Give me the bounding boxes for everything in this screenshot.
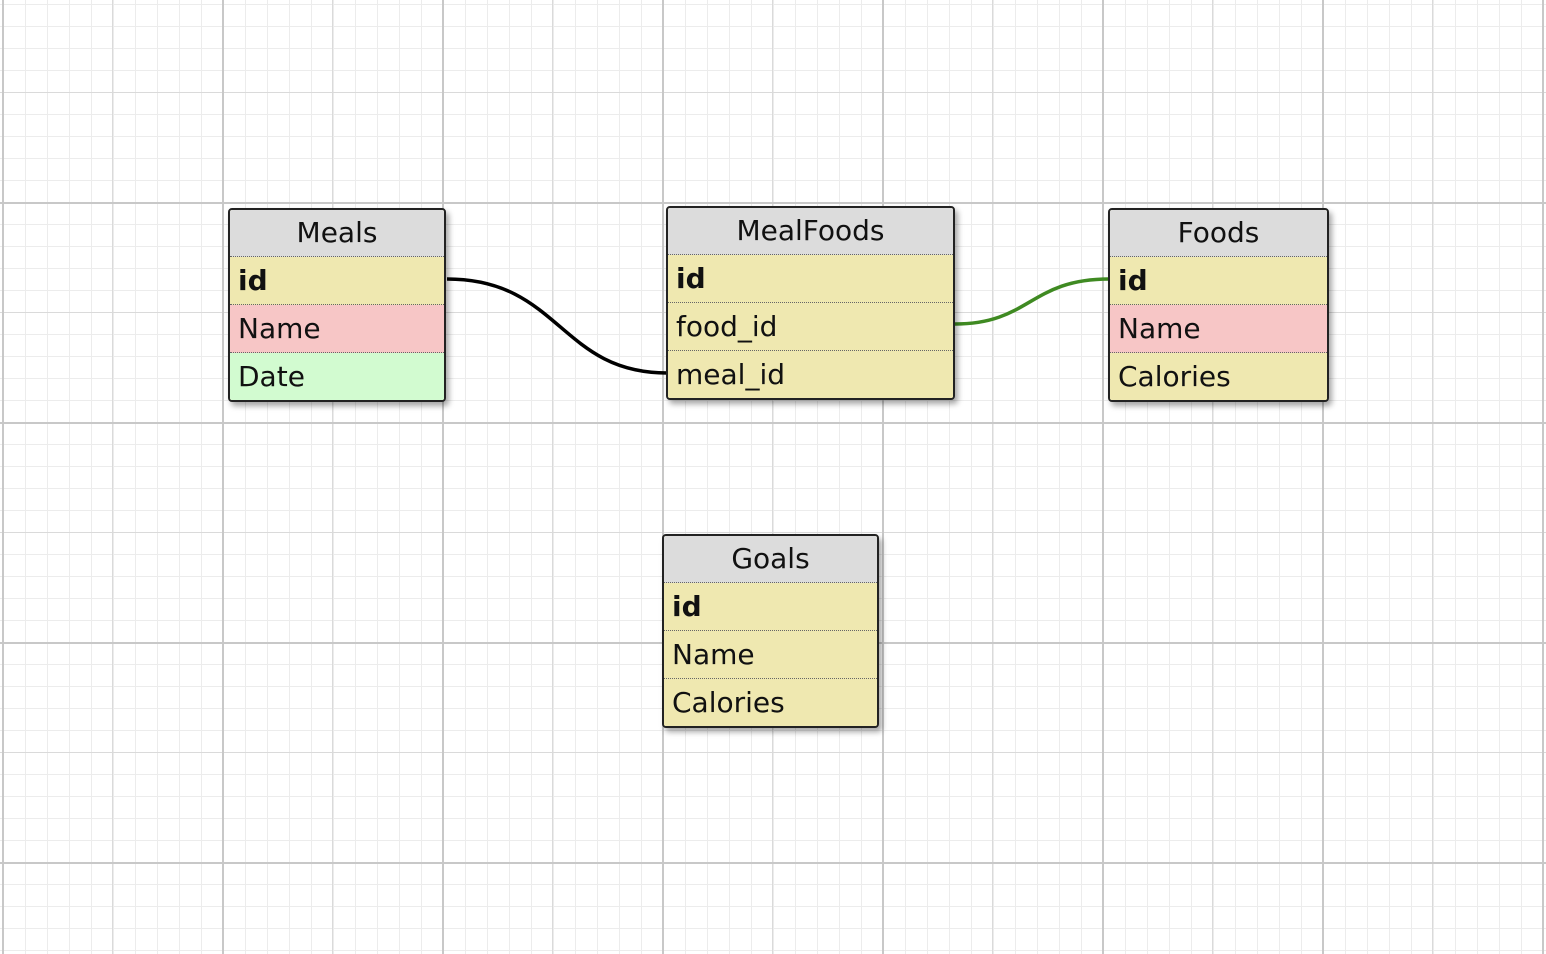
table-mealfoods[interactable]: MealFoods id food_id meal_id — [666, 206, 955, 400]
table-meals[interactable]: Meals id Name Date — [228, 208, 446, 402]
table-title: MealFoods — [668, 208, 953, 255]
field-row[interactable]: Name — [664, 631, 877, 679]
table-goals[interactable]: Goals id Name Calories — [662, 534, 879, 728]
relation-meals-id-to-mealfoods-meal-id[interactable] — [446, 277, 668, 375]
field-row[interactable]: id — [668, 255, 953, 303]
field-row[interactable]: Calories — [664, 679, 877, 726]
table-title: Foods — [1110, 210, 1327, 257]
field-row[interactable]: Name — [1110, 305, 1327, 353]
field-row[interactable]: Date — [230, 353, 444, 400]
table-title: Goals — [664, 536, 877, 583]
table-title: Meals — [230, 210, 444, 257]
relation-mealfoods-food-id-to-foods-id[interactable] — [954, 277, 1110, 326]
field-row[interactable]: food_id — [668, 303, 953, 351]
field-row[interactable]: Calories — [1110, 353, 1327, 400]
table-foods[interactable]: Foods id Name Calories — [1108, 208, 1329, 402]
field-row[interactable]: id — [664, 583, 877, 631]
field-row[interactable]: id — [1110, 257, 1327, 305]
field-row[interactable]: Name — [230, 305, 444, 353]
field-row[interactable]: meal_id — [668, 351, 953, 398]
field-row[interactable]: id — [230, 257, 444, 305]
